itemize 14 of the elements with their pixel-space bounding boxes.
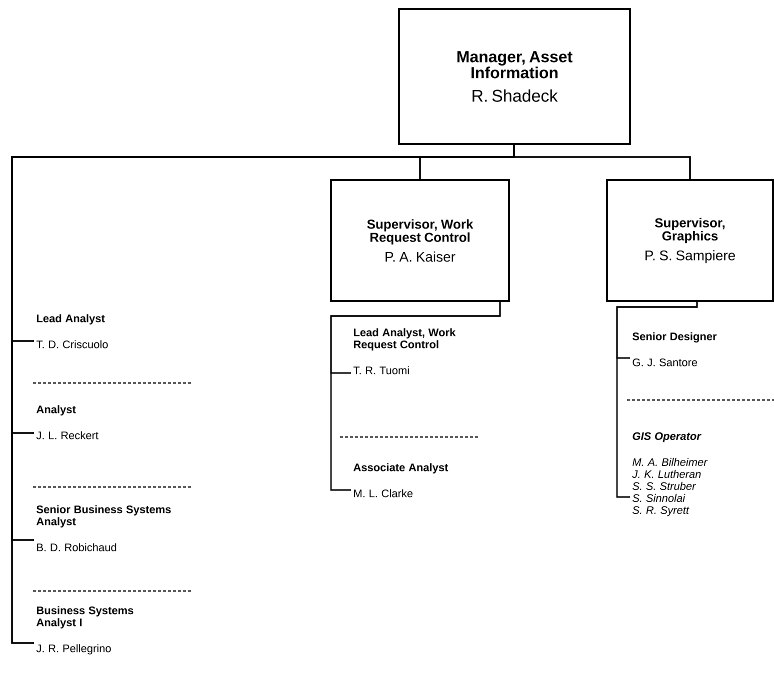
position-text: Analyst J. L. Reckert: [36, 405, 98, 440]
position-text: Associate Analyst M. L. Clarke: [353, 463, 448, 498]
connector-line: [330, 302, 501, 491]
title-box: Manager, Asset Information R. Shadeck: [398, 8, 631, 145]
position-text: Lead Analyst, Work Request Control T. R. Tuomi: [353, 328, 456, 374]
title-box: Supervisor, Graphics P. S. Sampiere: [606, 179, 774, 302]
connector-line: [616, 302, 698, 498]
position-text: Senior Designer G. J. Santore: [632, 332, 717, 366]
position-text: GIS Operator M. A. Bilheimer J. K. Lutheran S. S. Struber S. Sinnolai S. R. Syrett: [632, 432, 708, 516]
position-text: Senior Business Systems Analyst B. D. Robichaud: [36, 505, 171, 552]
position-text: Business Systems Analyst I J. R. Pellegrino: [36, 606, 134, 654]
connector-line: [11, 145, 515, 644]
position-text: Lead Analyst T. D. Criscuolo: [36, 314, 108, 348]
title-box: Supervisor, Work Request Control P. A. Kaiser: [330, 179, 510, 302]
